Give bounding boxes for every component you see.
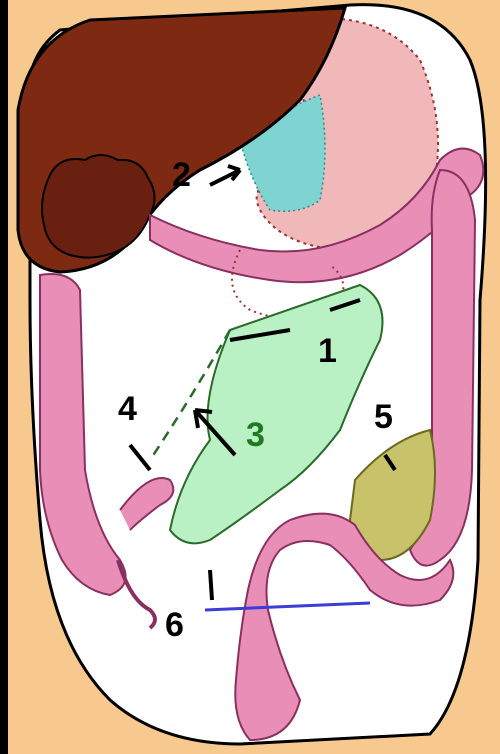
label-2: 2 [172, 158, 191, 192]
label-3: 3 [246, 418, 265, 452]
left-black-edge [0, 0, 8, 754]
arrow-6 [210, 570, 212, 600]
label-1: 1 [318, 334, 337, 368]
label-6: 6 [165, 608, 184, 642]
label-4: 4 [118, 392, 137, 426]
label-5: 5 [374, 400, 393, 434]
